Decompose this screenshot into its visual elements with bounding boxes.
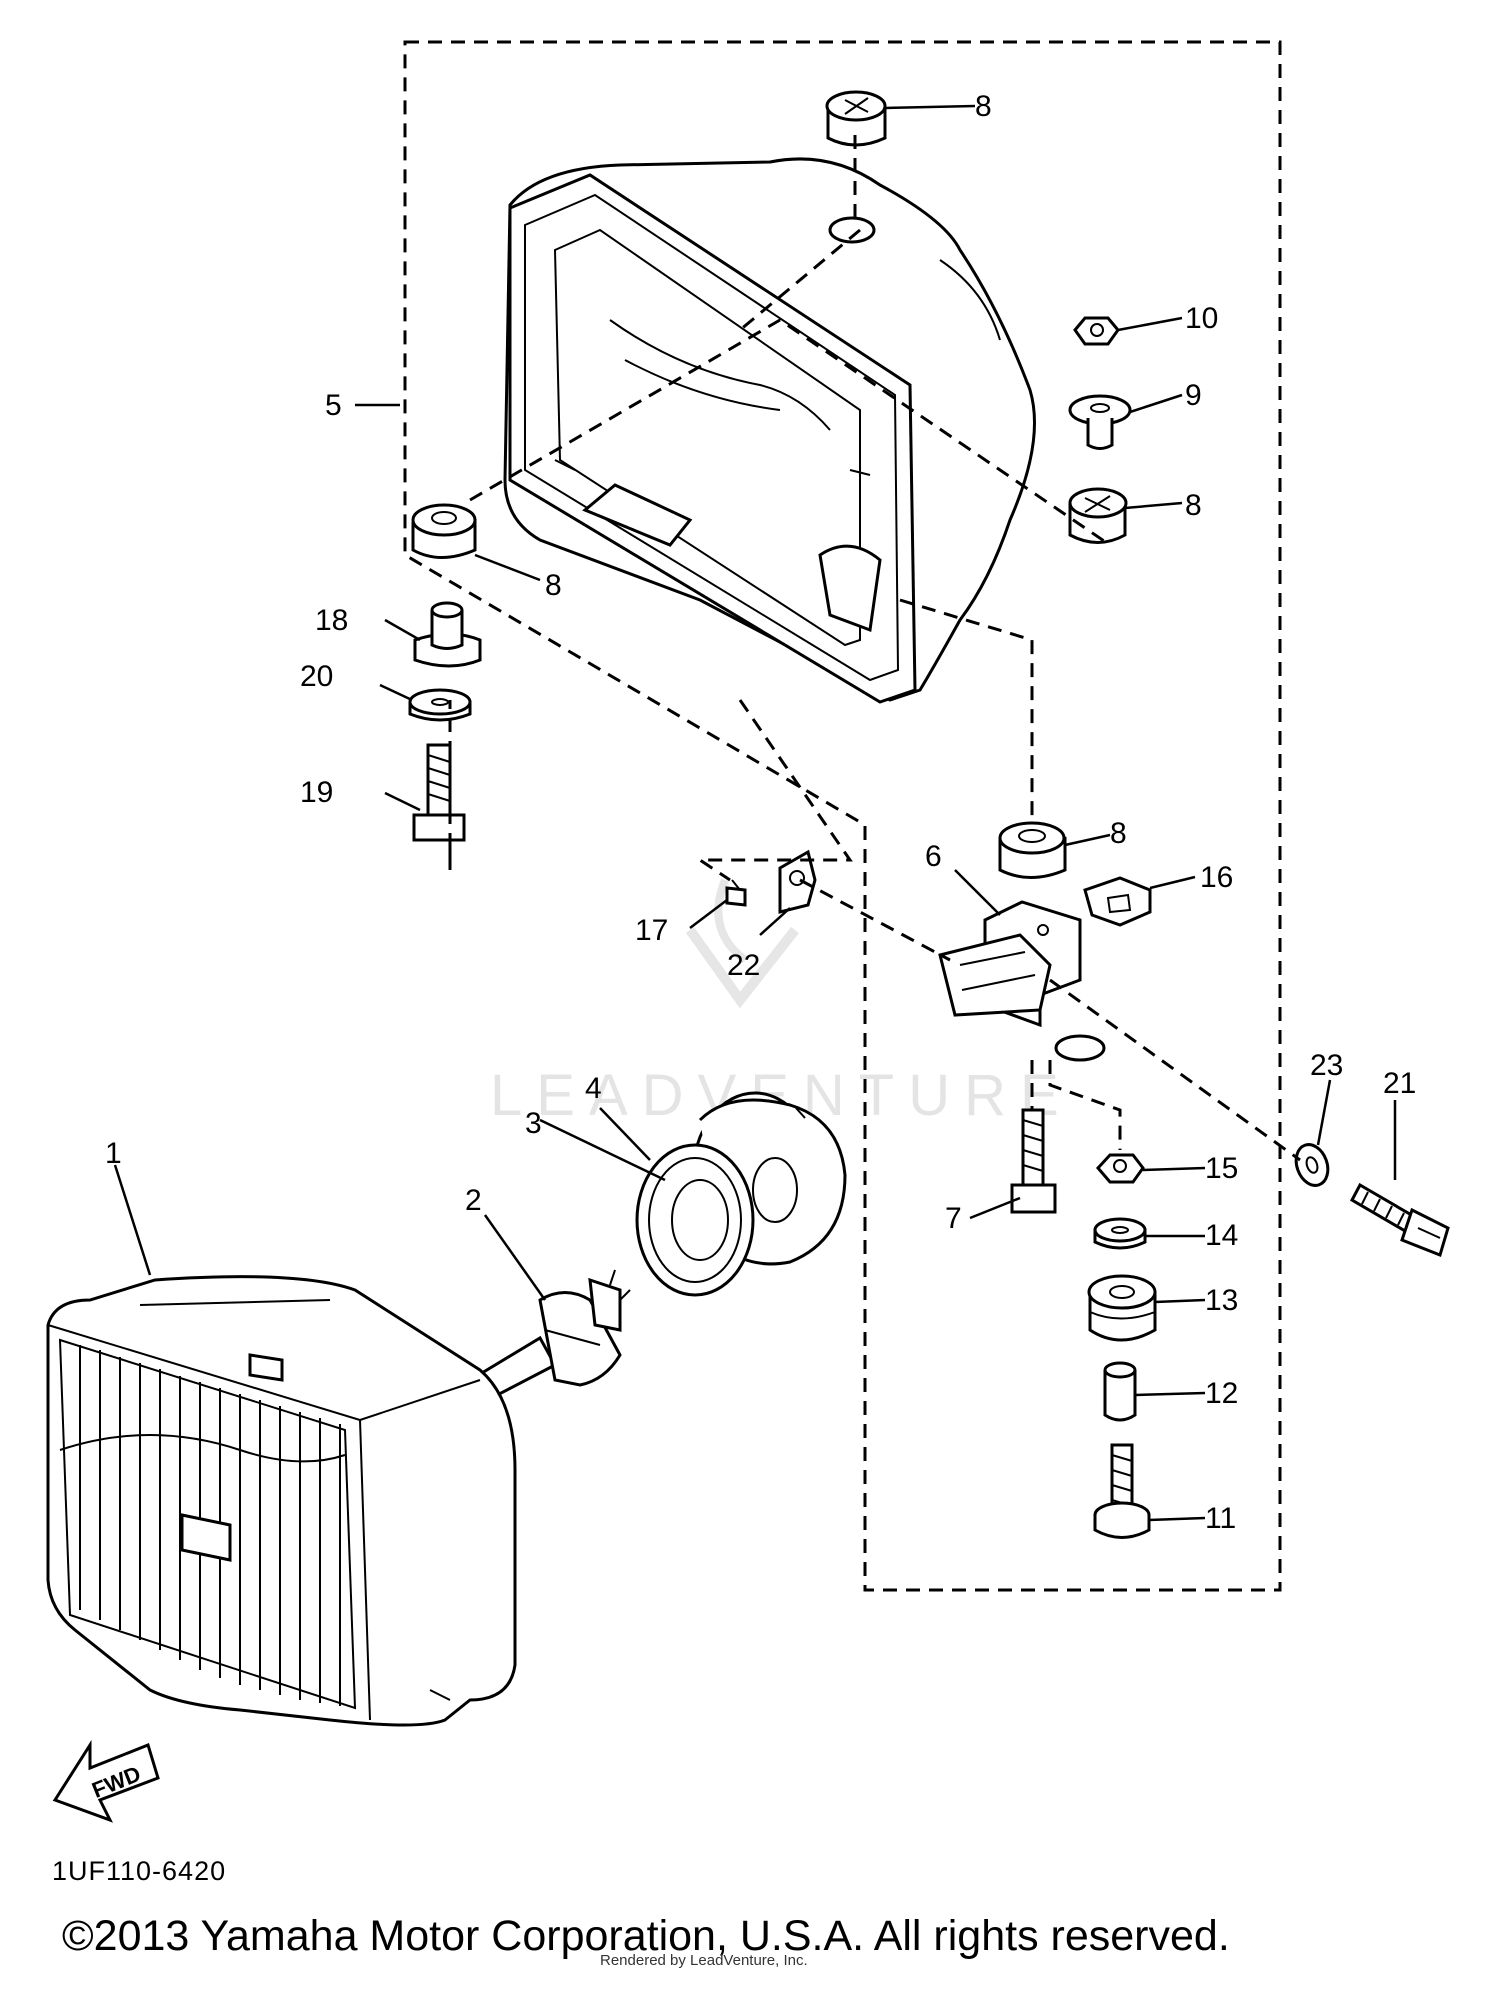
callout-15: 15 [1205,1152,1238,1185]
callout-3: 3 [525,1107,542,1140]
callout-22: 22 [727,949,760,982]
collar-9 [1068,394,1132,450]
callout-18: 18 [315,604,348,637]
grommet-right [1068,487,1128,544]
bolt-11 [1093,1443,1151,1539]
washer-23 [1294,1143,1330,1187]
bolt-19 [412,743,466,842]
grommet-top [825,90,887,147]
collar-12 [1103,1361,1137,1422]
diagram-code: 1UF110-6420 [52,1856,227,1886]
callout-12: 12 [1205,1377,1238,1410]
callout-4: 4 [585,1072,602,1105]
callout-16: 16 [1200,861,1233,894]
headlight-housing [503,157,1036,704]
callout-14: 14 [1205,1219,1238,1252]
assembly-boundary [403,40,1282,1592]
callout-13: 13 [1205,1284,1238,1317]
callout-11: 11 [1205,1502,1236,1535]
callout-6: 6 [925,840,942,873]
callout-2: 2 [465,1184,482,1217]
nut-clip-16 [1083,876,1152,927]
damper-13 [1087,1274,1157,1342]
render-credit: Rendered by LeadVenture, Inc. [600,1952,808,1969]
callout-19: 19 [300,776,333,809]
nut-15 [1095,1153,1145,1184]
grommet-lower [998,821,1067,879]
callout-1: 1 [105,1137,122,1170]
leader-lines [113,104,1397,1522]
callout-8-lower: 8 [1110,817,1127,850]
callout-7: 7 [945,1202,962,1235]
callout-10: 10 [1185,302,1218,335]
callout-8-top: 8 [975,90,992,123]
callout-21: 21 [1383,1067,1416,1100]
callouts: 8 10 9 8 5 8 18 20 19 8 16 6 17 22 7 15 … [105,90,1416,1535]
callout-8-right: 8 [1185,489,1202,522]
bolt-21 [1349,1182,1450,1257]
headlight-unit-1 [46,1275,517,1727]
collar-18 [413,601,482,668]
grommet-left [411,503,477,559]
bulb-ring-3 [635,1143,755,1297]
callout-17: 17 [635,914,668,947]
callout-20: 20 [300,660,333,693]
callout-9: 9 [1185,379,1202,412]
washer-14 [1093,1217,1147,1250]
bolt-7 [1010,1108,1057,1214]
callout-5: 5 [325,389,342,422]
bracket-22 [778,849,817,914]
washer-20 [408,688,472,722]
screw-17 [725,879,747,907]
connection-lines [448,135,1301,1162]
nut-10 [1073,316,1120,346]
callout-23: 23 [1310,1049,1343,1082]
stay-bracket-6 [938,900,1106,1062]
callout-8-left: 8 [545,569,562,602]
copyright-notice: ©2013 Yamaha Motor Corporation, U.S.A. A… [62,1912,1230,1960]
forward-arrow: FWD [52,1739,160,1823]
